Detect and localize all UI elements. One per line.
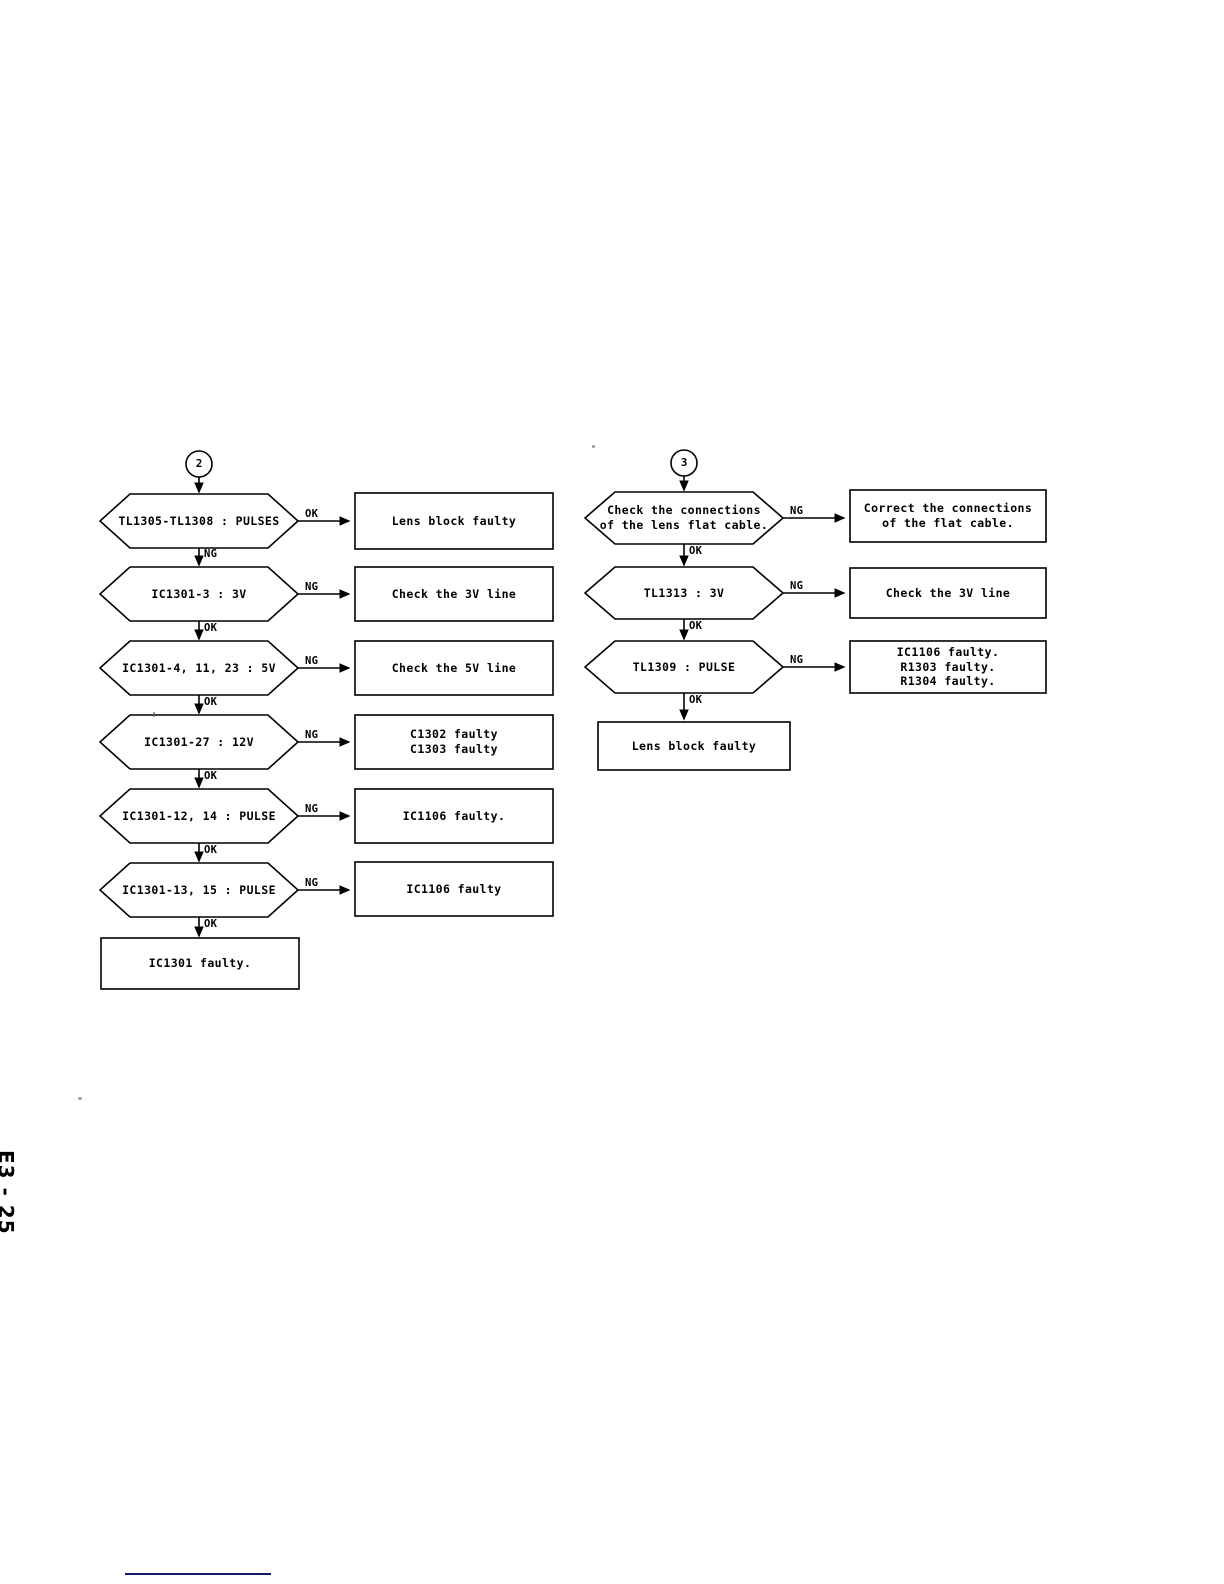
scan-speck-right	[592, 445, 595, 448]
box-lens-block-faulty	[354, 492, 554, 550]
edge-label-ng-rstep2: NG	[790, 580, 804, 592]
edge-label-ok-step2: OK	[204, 622, 218, 634]
scan-speck-lower	[78, 1097, 82, 1100]
edge-label-ok-rstep3: OK	[689, 694, 703, 706]
bottom-rule	[125, 1573, 271, 1575]
hex-ic1301-4-11-23	[98, 640, 300, 696]
box-lens-block-faulty-terminal	[597, 721, 791, 771]
connector-label-3: 3	[680, 456, 688, 469]
edge-label-ng-step5: NG	[305, 803, 319, 815]
box-ic1106-faulty-dot	[354, 788, 554, 844]
hex-ic1301-27	[98, 714, 300, 770]
edge-label-ok-step3: OK	[204, 696, 218, 708]
edge-label-ng-step3: NG	[305, 655, 319, 667]
hex-tl1305	[98, 493, 300, 549]
edge-label-ok-step5: OK	[204, 844, 218, 856]
edge-label-ok-rstep1: OK	[689, 545, 703, 557]
box-ic1301-faulty-terminal	[100, 937, 300, 990]
scan-speck-left	[153, 712, 155, 717]
page-label: E3 - 25	[0, 1150, 18, 1235]
box-check-3v-line-right	[849, 567, 1047, 619]
box-ic1106-faulty	[354, 861, 554, 917]
edge-label-ng-step6: NG	[305, 877, 319, 889]
edge-label-ok-step6: OK	[204, 918, 218, 930]
hex-ic1301-13-15	[98, 862, 300, 918]
hex-tl1309	[583, 640, 785, 694]
box-correct-connections	[849, 489, 1047, 543]
hex-tl1313	[583, 566, 785, 620]
connector-label-2: 2	[195, 457, 203, 470]
edge-label-ok-rstep2: OK	[689, 620, 703, 632]
hex-check-flat-cable	[583, 491, 785, 545]
box-check-3v-line-left	[354, 566, 554, 622]
hex-ic1301-3	[98, 566, 300, 622]
box-check-5v-line	[354, 640, 554, 696]
box-c1302-c1303-faulty	[354, 714, 554, 770]
edge-label-ok-step1: OK	[305, 508, 319, 520]
edge-label-ng-step1: NG	[204, 548, 218, 560]
edge-label-ng-step2: NG	[305, 581, 319, 593]
edge-label-ok-step4: OK	[204, 770, 218, 782]
box-ic1106-r1303-r1304	[849, 640, 1047, 694]
edge-label-ng-rstep1: NG	[790, 505, 804, 517]
hex-ic1301-12-14	[98, 788, 300, 844]
edge-label-ng-rstep3: NG	[790, 654, 804, 666]
edge-label-ng-step4: NG	[305, 729, 319, 741]
